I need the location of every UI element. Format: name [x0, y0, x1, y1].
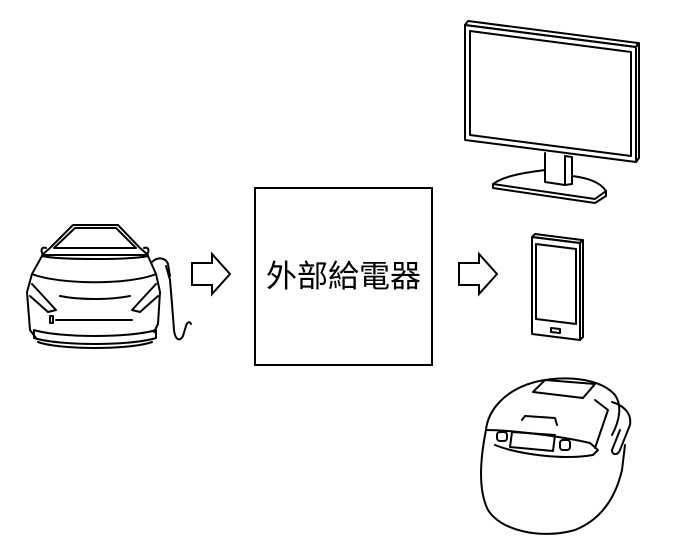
- arrow-right-icon: [458, 251, 499, 297]
- smartphone-icon: [531, 233, 584, 341]
- external-power-supply-label: 外部給電器: [266, 259, 421, 295]
- rice-cooker-icon: [480, 377, 632, 535]
- monitor-icon: [464, 20, 640, 204]
- external-power-supply-box: 外部給電器: [254, 187, 433, 366]
- arrow-right-icon: [191, 251, 232, 297]
- electric-car-charging-icon: [26, 224, 192, 349]
